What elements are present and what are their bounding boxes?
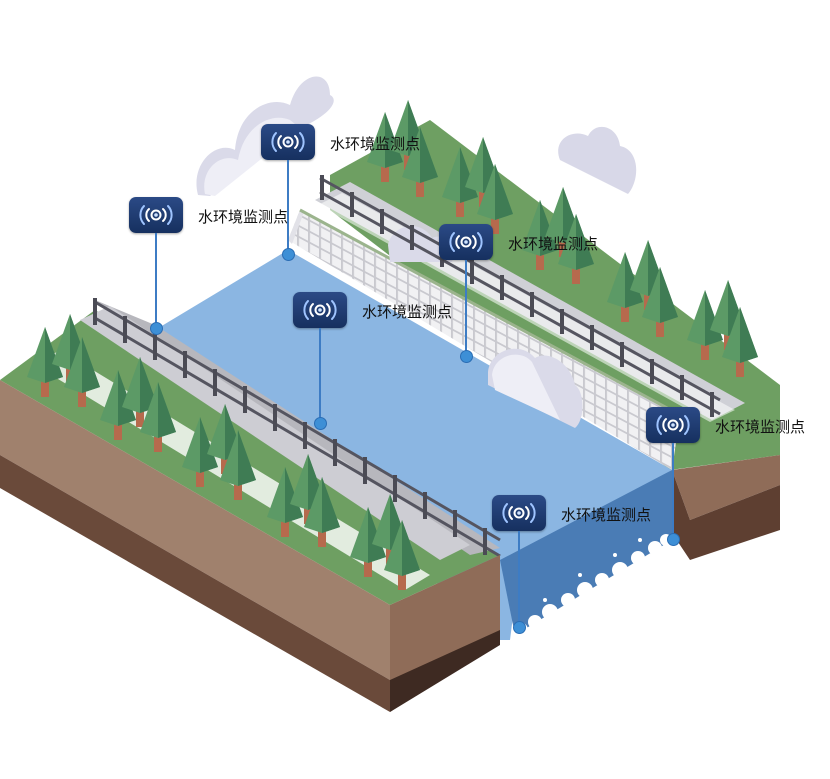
signal-broadcast-icon[interactable]	[492, 495, 546, 531]
monitoring-point-1[interactable]: 水环境监测点	[261, 124, 420, 261]
monitoring-point-label: 水环境监测点	[508, 235, 599, 253]
cloud-mid-1	[388, 226, 454, 262]
left-fence	[94, 300, 501, 558]
monitoring-point-label: 水环境监测点	[561, 506, 652, 524]
signal-broadcast-icon[interactable]	[646, 407, 700, 443]
monitoring-point-3[interactable]: 水环境监测点	[439, 224, 598, 363]
monitoring-point-label: 水环境监测点	[330, 135, 421, 153]
signal-broadcast-icon[interactable]	[261, 124, 315, 160]
cloud-mid-2	[488, 348, 583, 428]
right-bank-soil	[672, 455, 780, 520]
signal-broadcast-icon[interactable]	[129, 197, 183, 233]
cloud-right	[558, 126, 637, 194]
monitoring-point-4[interactable]: 水环境监测点	[293, 292, 452, 430]
signal-broadcast-icon[interactable]	[293, 292, 347, 328]
river-front-face	[500, 470, 672, 635]
signal-broadcast-icon[interactable]	[439, 224, 493, 260]
monitoring-point-label: 水环境监测点	[198, 208, 289, 226]
monitoring-point-6[interactable]: 水环境监测点	[492, 495, 651, 634]
monitoring-point-label: 水环境监测点	[362, 303, 453, 321]
monitoring-point-2[interactable]: 水环境监测点	[129, 197, 288, 335]
monitoring-point-5[interactable]: 水环境监测点	[646, 407, 805, 546]
left-bank-soil	[0, 380, 390, 680]
monitoring-point-label: 水环境监测点	[715, 418, 806, 436]
